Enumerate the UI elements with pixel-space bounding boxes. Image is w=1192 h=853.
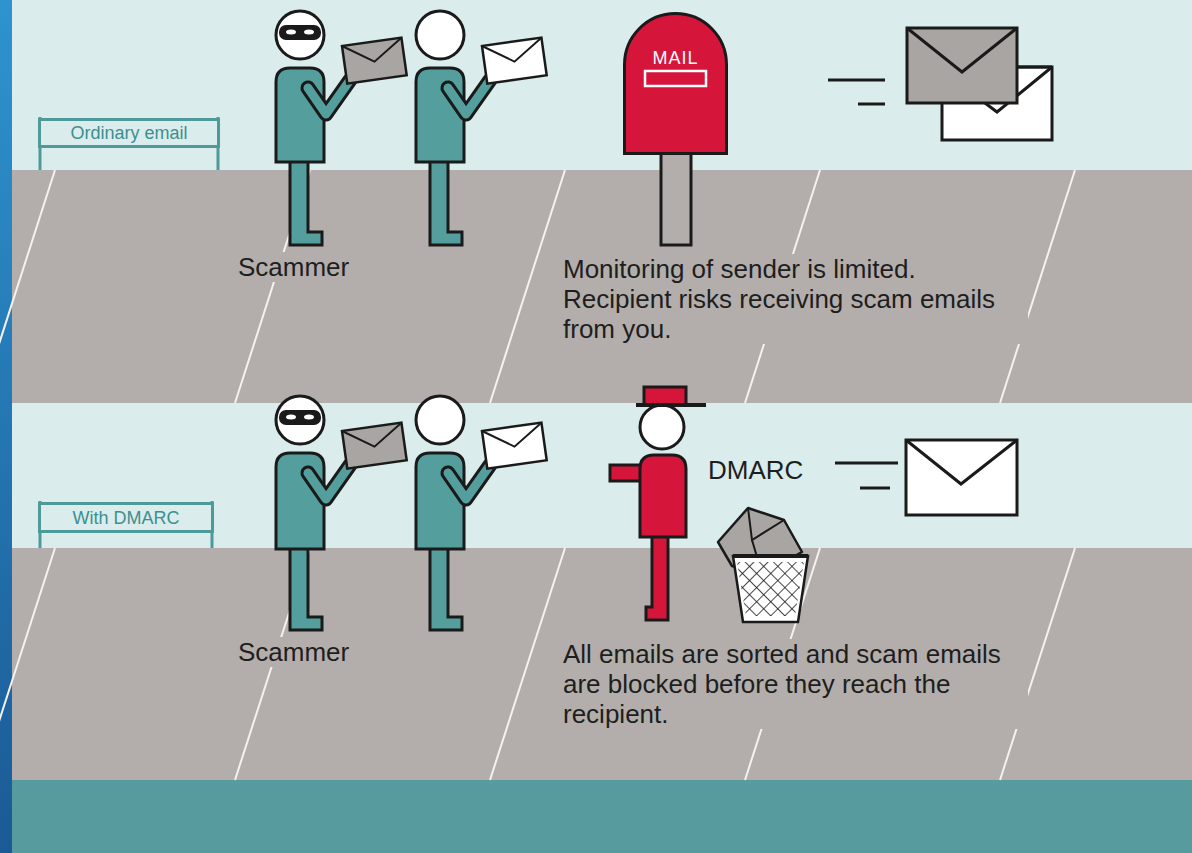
envelope-body	[482, 423, 547, 469]
envelope	[342, 423, 407, 469]
eye	[286, 30, 296, 35]
person-figure	[416, 11, 547, 245]
mask	[279, 25, 321, 40]
sign-board: With DMARC	[38, 502, 214, 533]
trash-bin	[718, 508, 808, 622]
filter-label: DMARC	[708, 455, 823, 485]
speed-line	[828, 79, 885, 82]
arm	[308, 465, 350, 499]
arm-outline	[308, 465, 350, 499]
crumple-fold	[748, 508, 784, 540]
head	[640, 405, 684, 449]
road-line	[0, 170, 55, 403]
leg	[430, 158, 462, 245]
envelope-flap	[907, 28, 1017, 72]
arm	[448, 465, 490, 499]
torso	[640, 455, 686, 537]
bin-body	[733, 556, 808, 622]
description-text: Monitoring of sender is limited. Recipie…	[563, 254, 1028, 344]
scammer-figure	[276, 396, 407, 630]
sign-text: Ordinary email	[70, 122, 187, 144]
mail-slot	[645, 71, 706, 86]
envelope-body	[342, 423, 407, 469]
envelope-body	[342, 38, 407, 84]
envelope-flap	[482, 423, 544, 451]
head	[276, 11, 324, 59]
road-band	[0, 548, 1192, 780]
envelope-body	[907, 28, 1017, 103]
road-line	[490, 548, 565, 780]
torso	[276, 453, 324, 549]
person-figure	[416, 396, 547, 630]
mailbox-text: MAIL	[623, 47, 728, 69]
speed-line	[835, 462, 898, 465]
head	[416, 396, 464, 444]
sign-posts	[40, 117, 218, 548]
mailbox-body	[625, 14, 727, 154]
envelope-body	[906, 440, 1017, 515]
envelope-flap	[342, 38, 404, 66]
envelope-flap	[906, 440, 1017, 484]
eye	[304, 415, 314, 420]
head	[276, 396, 324, 444]
sign-text: With DMARC	[73, 507, 180, 529]
cap-visor	[636, 403, 706, 407]
eye	[304, 30, 314, 35]
delivered-envelope	[835, 440, 1017, 515]
envelope	[342, 38, 407, 84]
sky-band	[0, 0, 1192, 170]
head	[416, 11, 464, 59]
figure-label: Scammer	[238, 637, 388, 667]
bin-mesh	[737, 562, 804, 616]
footer-band	[0, 780, 1192, 853]
torso	[416, 68, 464, 162]
speed-line	[858, 103, 885, 106]
road-band	[0, 170, 1192, 403]
mailbox-post	[661, 150, 691, 245]
leg	[430, 548, 462, 630]
envelope-body	[482, 38, 547, 84]
leg	[646, 535, 668, 620]
arm-outline	[308, 80, 350, 114]
description-text: All emails are sorted and scam emails ar…	[563, 639, 1028, 729]
sent-envelopes	[828, 28, 1052, 140]
figure-label: Scammer	[238, 252, 388, 282]
arm	[308, 80, 350, 114]
scammer-figure	[276, 11, 407, 245]
sky-band	[0, 403, 1192, 548]
speed-line	[860, 487, 890, 490]
arm-outline	[448, 80, 490, 114]
postman-figure	[610, 387, 706, 620]
envelope-flap	[342, 423, 404, 451]
edge-strip	[0, 0, 12, 853]
cap	[644, 387, 686, 405]
eye	[286, 415, 296, 420]
envelope-flap	[482, 38, 544, 66]
sign-board: Ordinary email	[38, 118, 220, 148]
torso	[416, 453, 464, 549]
leg	[290, 158, 322, 245]
mask	[279, 410, 321, 425]
mailbox-outline	[623, 12, 728, 155]
bin-rim	[733, 554, 808, 558]
envelope	[482, 38, 547, 84]
arm	[448, 80, 490, 114]
road-lines	[0, 170, 1075, 780]
road-line	[0, 548, 55, 780]
arm-outline	[448, 465, 490, 499]
leg	[290, 548, 322, 630]
mailbox: MAIL	[623, 12, 728, 155]
envelope	[482, 423, 547, 469]
road-line	[490, 170, 565, 403]
envelope-edge	[1017, 66, 1052, 69]
torso	[276, 68, 324, 162]
